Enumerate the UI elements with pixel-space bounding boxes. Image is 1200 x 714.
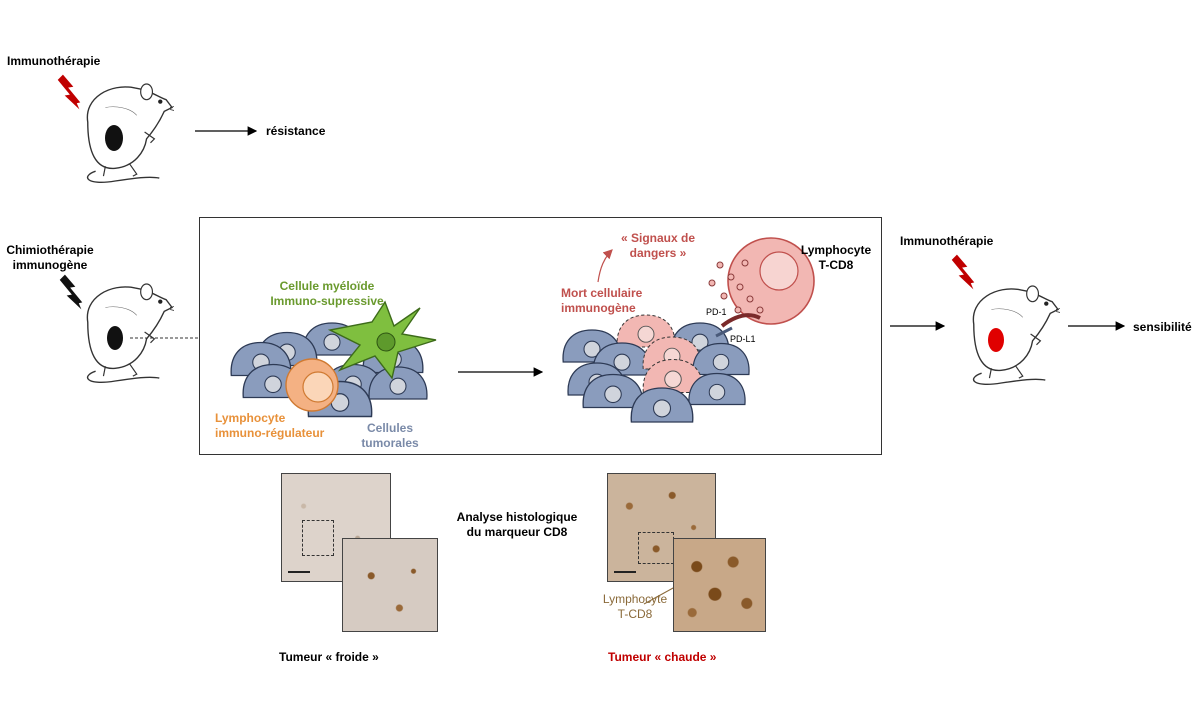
death-label-line1: Mort cellulaire xyxy=(561,286,643,300)
hot-micrograph-zoom xyxy=(673,538,766,632)
top-mouse-icon xyxy=(86,83,174,184)
cold-scale-bar xyxy=(288,571,310,573)
hot-tumor-label: Tumeur « chaude » xyxy=(608,650,717,664)
tumor-label-line1: Cellules xyxy=(366,421,414,435)
left-bolt-icon xyxy=(59,274,83,310)
myeloid-label-line2: Immuno-supressive xyxy=(270,294,384,308)
signals-label-line1: « Signaux de xyxy=(620,231,696,245)
cd8-label-line1: Lymphocyte xyxy=(800,243,872,257)
mechanism-panel xyxy=(199,217,882,455)
pdl1-label: PD-L1 xyxy=(730,334,756,344)
sensitivity-label: sensibilité xyxy=(1133,320,1192,334)
treg-label-line2: immuno-régulateur xyxy=(215,426,325,440)
treg-cell-icon xyxy=(285,358,339,412)
top-bolt-icon xyxy=(57,74,81,110)
death-label-line2: immunogène xyxy=(561,301,636,315)
histology-title-line2: du marqueur CD8 xyxy=(466,525,568,539)
signals-arrow xyxy=(597,249,613,283)
right-treatment-label: Immunothérapie xyxy=(900,234,994,248)
myeloid-cell-icon xyxy=(327,300,437,380)
histo-cd8-label-line2: T-CD8 xyxy=(617,607,653,621)
left-mouse-icon xyxy=(86,283,174,384)
signals-label-line2: dangers » xyxy=(629,246,687,260)
treg-label-line1: Lymphocyte xyxy=(215,411,286,425)
danger-signal-dots xyxy=(708,259,764,314)
cold-zoom-box xyxy=(302,520,334,556)
myeloid-label-line1: Cellule myéloïde xyxy=(279,279,375,293)
tumor-label-line2: tumorales xyxy=(361,436,419,450)
chemo-label-line2: immunogène xyxy=(12,258,88,272)
pd1-label: PD-1 xyxy=(706,307,727,317)
cd8-label-line2: T-CD8 xyxy=(818,258,854,272)
hot-zoom-box xyxy=(638,532,674,564)
chemo-label-line1: Chimiothérapie xyxy=(6,243,94,257)
top-treatment-label: Immunothérapie xyxy=(7,54,101,68)
right-mouse-icon xyxy=(972,285,1060,386)
cold-tumor-label: Tumeur « froide » xyxy=(279,650,379,664)
hot-scale-bar xyxy=(614,571,636,573)
cd8-cell-icon xyxy=(727,237,815,325)
resistance-label: résistance xyxy=(266,124,326,138)
histology-title-line1: Analyse histologique xyxy=(456,510,578,524)
cold-micrograph-zoom xyxy=(342,538,438,632)
histo-cd8-label-line1: Lymphocyte xyxy=(602,592,668,606)
pd1-receptor xyxy=(720,313,761,328)
right-bolt-icon xyxy=(951,254,975,290)
pdl1-ligand xyxy=(715,326,733,338)
